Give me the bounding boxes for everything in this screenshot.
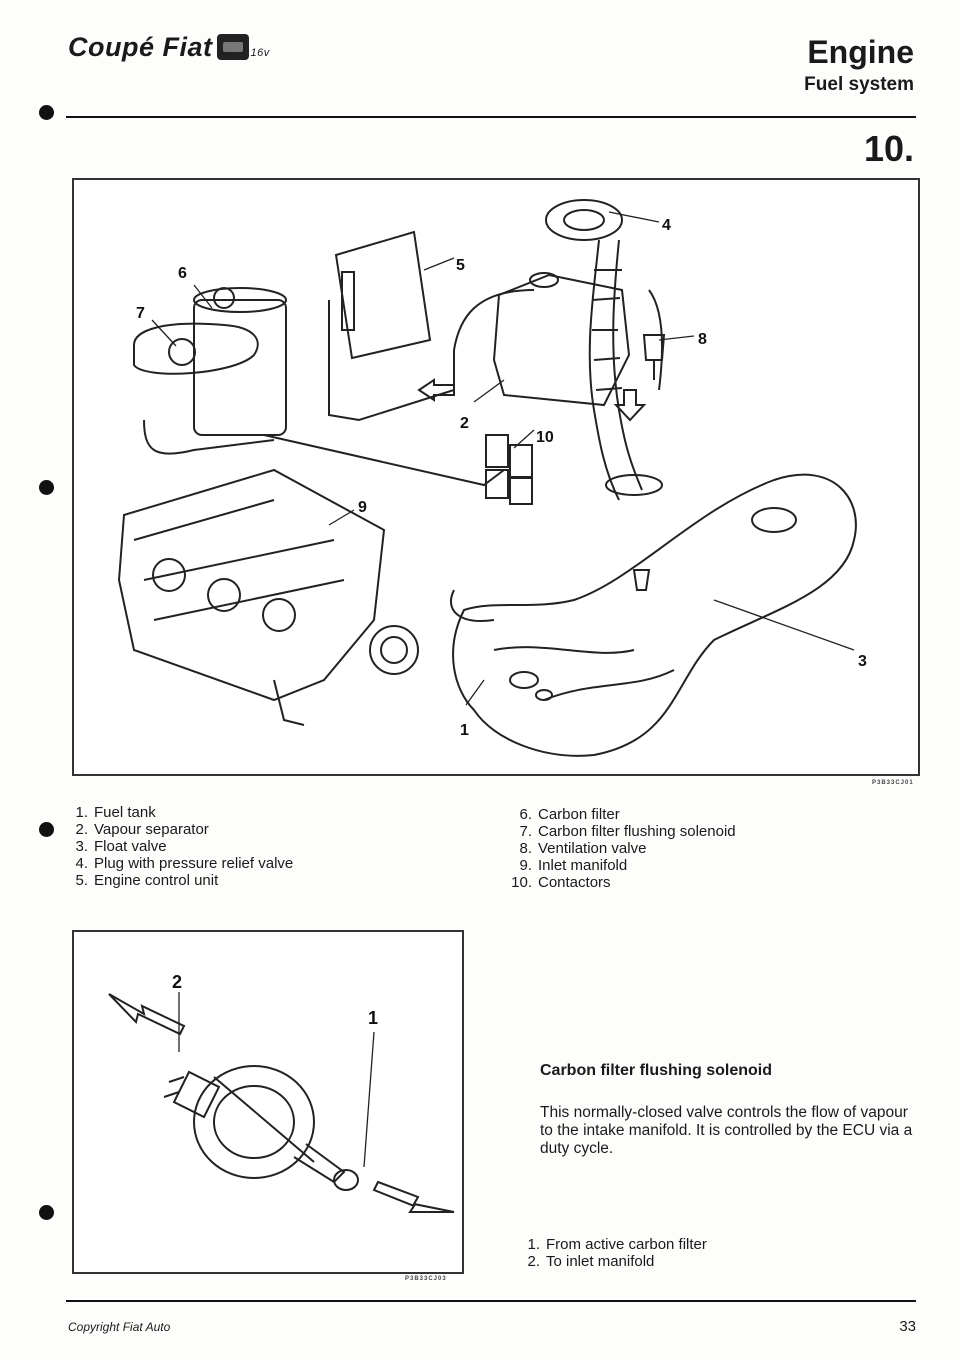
- brand-version: 16v: [250, 47, 270, 59]
- filler-neck-shape: [588, 239, 620, 501]
- binder-hole: [39, 822, 54, 837]
- legend-item: 3.Float valve: [75, 838, 167, 855]
- callout-10: 10: [536, 429, 554, 446]
- legend-item: 10.Contactors: [511, 874, 611, 891]
- arrow-inlet: [372, 1180, 455, 1213]
- brand-title: Coupé Fiat 16v: [68, 32, 270, 63]
- callout-9: 9: [358, 499, 367, 516]
- figure2-code: P3B33CJ03: [405, 1276, 447, 1282]
- footer-rule: [66, 1300, 916, 1302]
- brand-name: Coupé Fiat: [68, 32, 213, 62]
- callout-1: 1: [368, 1008, 378, 1028]
- legend-right: 6.Carbon filter 7.Carbon filter flushing…: [510, 806, 736, 891]
- legend-item: 7.Carbon filter flushing solenoid: [519, 823, 736, 840]
- callout-5: 5: [456, 257, 465, 274]
- footer-copyright: Copyright Fiat Auto: [68, 1320, 171, 1334]
- fuel-tank-shape: [452, 473, 857, 757]
- inlet-manifold-shape: [117, 468, 386, 702]
- fuel-system-drawing: 1 2 3 4 5 6 7 8 9 10: [117, 199, 867, 757]
- callout-2: 2: [172, 972, 182, 992]
- legend-item: 5.Engine control unit: [75, 872, 219, 889]
- solenoid-drawing: 1 2: [108, 972, 455, 1213]
- fuel-system-diagram: 1 2 3 4 5 6 7 8 9 10: [72, 178, 920, 776]
- vapour-separator-shape: [492, 273, 631, 407]
- header-rule: [66, 116, 916, 118]
- solenoid-legend: 1.From active carbon filter 2.To inlet m…: [518, 1236, 707, 1270]
- legend-item: 6.Carbon filter: [519, 806, 620, 823]
- binder-hole: [39, 1205, 54, 1220]
- legend-item: 2.Vapour separator: [75, 821, 209, 838]
- fiat-logo-icon: [216, 34, 249, 60]
- binder-hole: [39, 480, 54, 495]
- section-number: 10.: [863, 128, 914, 169]
- callout-6: 6: [178, 265, 187, 282]
- page-number: 33: [899, 1318, 916, 1335]
- figure1-code: P3B33CJ01: [872, 780, 914, 786]
- callout-2: 2: [460, 415, 469, 432]
- arrow-outlet: [108, 993, 186, 1036]
- legend-item: 1.Fuel tank: [75, 804, 156, 821]
- legend-item: 4.Plug with pressure relief valve: [75, 855, 294, 872]
- legend-item: 8.Ventilation valve: [519, 840, 647, 857]
- callout-8: 8: [698, 331, 707, 348]
- ecu-shape: [334, 230, 432, 360]
- solenoid-paragraph: This normally-closed valve controls the …: [540, 1104, 913, 1157]
- carbon-filter-shape: [193, 299, 287, 436]
- callout-7: 7: [136, 305, 145, 322]
- binder-hole: [39, 105, 54, 120]
- solenoid-heading: Carbon filter flushing solenoid: [540, 1062, 772, 1079]
- legend-item: 1.From active carbon filter: [527, 1236, 707, 1253]
- solenoid-body-shape: [193, 1065, 315, 1179]
- legend-left: 1.Fuel tank 2.Vapour separator 3.Float v…: [66, 804, 293, 889]
- legend-item: 9.Inlet manifold: [519, 857, 628, 874]
- legend-item: 2.To inlet manifold: [527, 1253, 655, 1270]
- solenoid-diagram: 1 2: [72, 930, 464, 1274]
- callout-3: 3: [858, 653, 867, 670]
- callout-1: 1: [460, 722, 469, 739]
- section-title: Engine: [807, 34, 914, 70]
- callout-4: 4: [662, 217, 671, 234]
- subsection-title: Fuel system: [804, 74, 914, 95]
